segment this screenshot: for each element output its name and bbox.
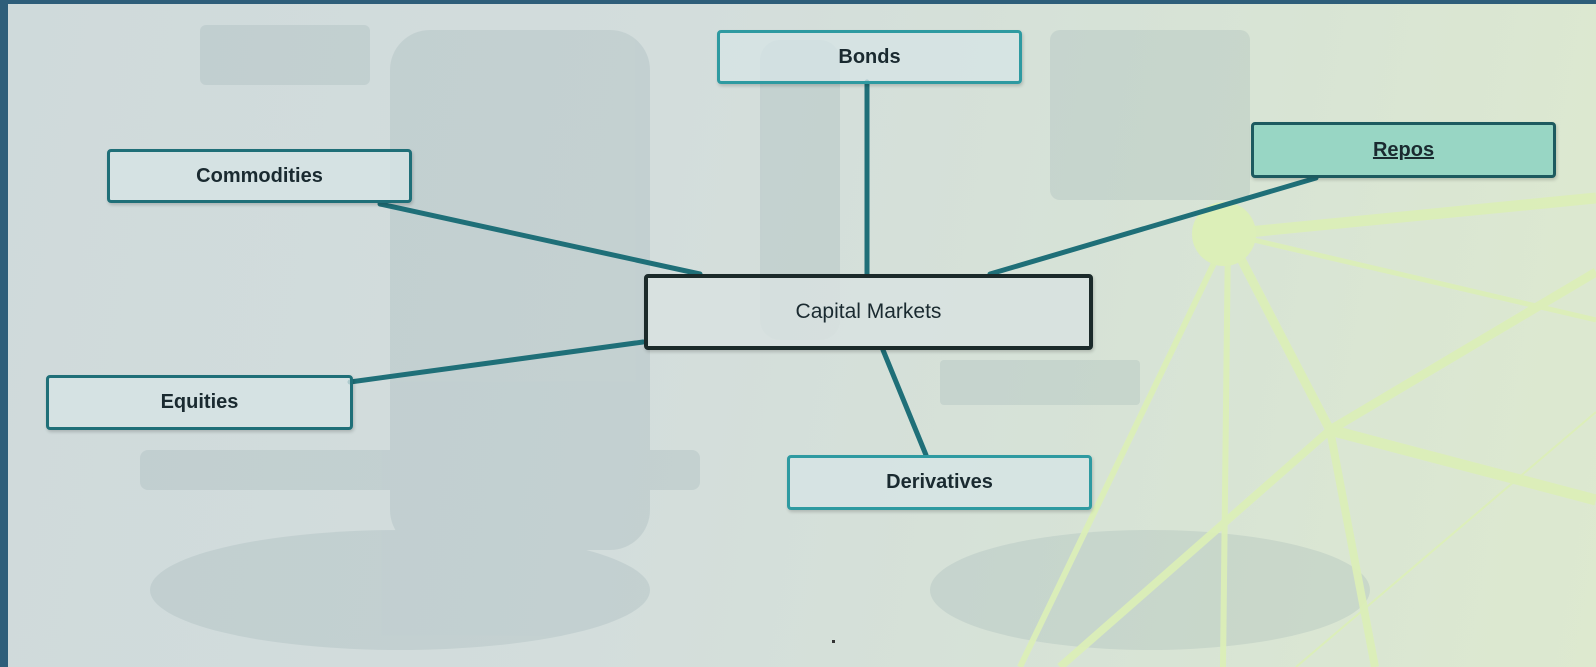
- node-repos-label: Repos: [1372, 138, 1435, 161]
- node-capital-markets-label: Capital Markets: [795, 300, 942, 323]
- node-commodities[interactable]: Commodities: [107, 149, 412, 203]
- network-graphic: [1017, 192, 1596, 667]
- node-derivatives-label: Derivatives: [886, 471, 993, 493]
- node-capital-markets[interactable]: Capital Markets: [644, 274, 1093, 350]
- blurred-photo-shapes: [140, 25, 1370, 650]
- small-dot: [832, 640, 835, 643]
- network-node: [1192, 202, 1256, 266]
- node-equities[interactable]: Equities: [46, 375, 353, 430]
- node-bonds-label: Bonds: [838, 45, 901, 68]
- node-derivatives[interactable]: Derivatives: [787, 455, 1092, 510]
- node-bonds[interactable]: Bonds: [717, 30, 1022, 84]
- connector-lines: [347, 79, 1319, 458]
- node-repos[interactable]: Repos: [1251, 122, 1556, 178]
- node-commodities-label: Commodities: [196, 164, 323, 187]
- node-equities-label: Equities: [160, 391, 239, 413]
